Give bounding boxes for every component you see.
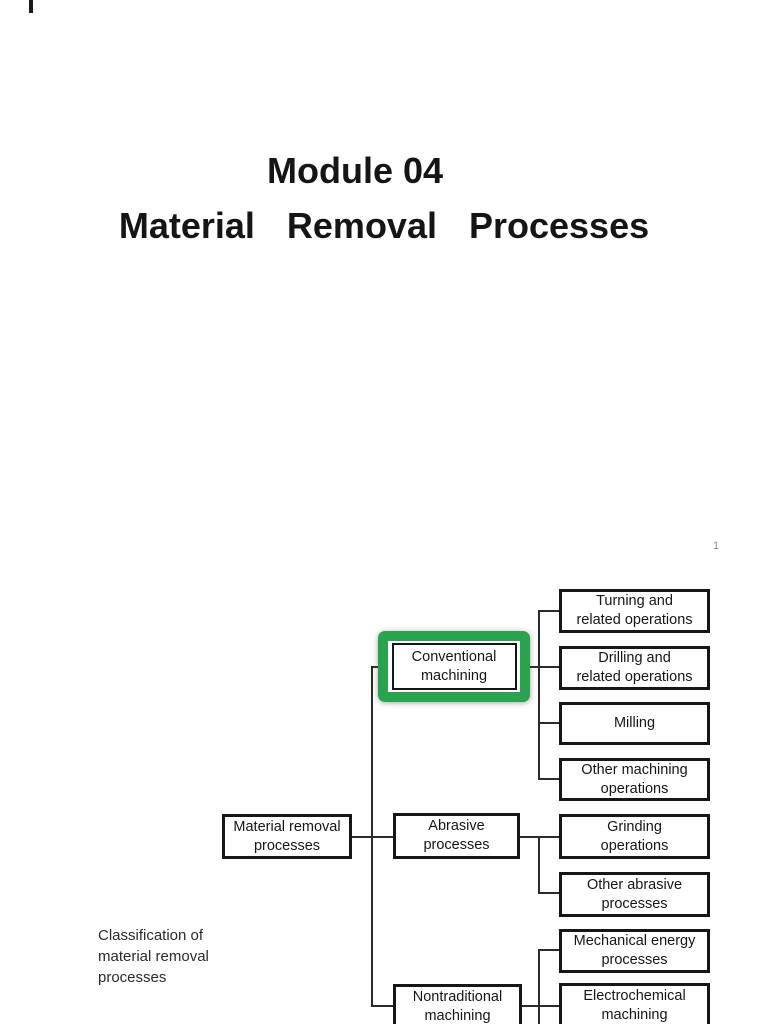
- connector-to-other-abrasive: [538, 892, 559, 894]
- node-nontraditional-machining: Nontraditional machining: [393, 984, 522, 1024]
- node-milling: Milling: [559, 702, 710, 745]
- node-material-removal-processes: Material removal processes: [222, 814, 352, 859]
- connector-nontraditional-children-vertical: [538, 949, 540, 1024]
- connector-abrasive-children-vertical: [538, 836, 540, 894]
- node-abrasive-processes: Abrasive processes: [393, 813, 520, 859]
- connector-trunk-vertical: [371, 666, 373, 1007]
- connector-to-turning: [538, 610, 559, 612]
- highlight-box-conventional: Conventional machining: [378, 631, 530, 702]
- node-grinding-operations: Grinding operations: [559, 814, 710, 859]
- page-number: 1: [712, 540, 720, 552]
- figure-caption: Classification of material removal proce…: [98, 927, 209, 986]
- connector-conventional-children-vertical: [538, 610, 540, 780]
- node-conventional-machining: Conventional machining: [391, 643, 517, 690]
- node-other-abrasive-processes: Other abrasive processes: [559, 872, 710, 917]
- page-title-line1: Module 04: [266, 150, 444, 191]
- node-drilling-operations: Drilling and related operations: [559, 646, 710, 690]
- scan-artifact-mark: [29, 0, 33, 13]
- connector-nontraditional-to-electrochemical: [522, 1005, 559, 1007]
- connector-to-milling: [538, 722, 559, 724]
- node-other-machining-operations: Other machining operations: [559, 758, 710, 801]
- connector-conventional-to-drilling: [529, 666, 559, 668]
- node-turning-operations: Turning and related operations: [559, 589, 710, 633]
- connector-to-other-machining: [538, 778, 559, 780]
- node-electrochemical-machining: Electrochemical machining: [559, 983, 710, 1024]
- connector-trunk-to-conventional: [371, 666, 381, 668]
- connector-trunk-to-nontraditional: [371, 1005, 394, 1007]
- connector-to-mechanical-energy: [538, 949, 559, 951]
- page-title-line2: Material Removal Processes: [118, 205, 650, 246]
- node-mechanical-energy-processes: Mechanical energy processes: [559, 929, 710, 973]
